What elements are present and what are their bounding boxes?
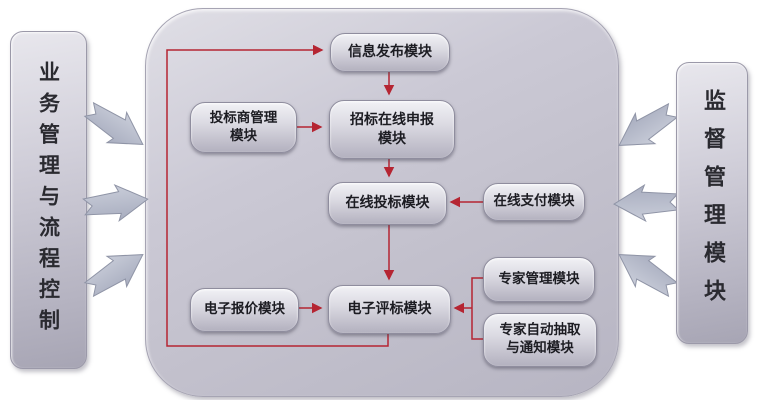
input-arrow-left-bottom-icon [78, 238, 154, 306]
module-electronic-evaluation: 电子评标模块 [328, 285, 451, 334]
input-arrow-right-bottom-icon [608, 238, 684, 306]
left-panel-business-management: 业务管理与流程控制 [10, 31, 87, 369]
left-panel-label: 业务管理与流程控制 [36, 60, 61, 340]
input-arrow-left-top-icon [78, 93, 154, 161]
right-panel-supervision: 监督管理模块 [676, 62, 748, 344]
input-arrow-right-middle-icon [612, 183, 680, 223]
module-expert-auto-extract-notify: 专家自动抽取 与通知模块 [483, 313, 597, 367]
module-bidder-management: 投标商管理 模块 [190, 102, 297, 153]
module-expert-management: 专家管理模块 [483, 257, 595, 302]
input-arrow-left-middle-icon [81, 180, 151, 226]
module-tender-online-declare: 招标在线申报 模块 [329, 100, 455, 159]
module-info-publish: 信息发布模块 [330, 33, 450, 72]
module-electronic-quotation: 电子报价模块 [190, 288, 299, 332]
module-online-payment: 在线支付模块 [483, 183, 585, 221]
module-online-bidding: 在线投标模块 [328, 182, 447, 225]
right-panel-label: 监督管理模块 [700, 89, 725, 317]
input-arrow-right-top-icon [608, 94, 684, 162]
